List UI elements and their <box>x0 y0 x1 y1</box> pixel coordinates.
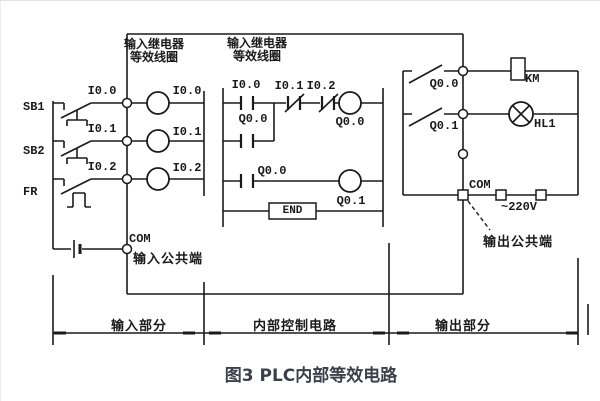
ladder-coil-label: Q0.1 <box>336 194 366 208</box>
header-input-relay-contacts: 输入继电器 等效线圈 <box>215 37 299 63</box>
input-coil-label: I0.0 <box>172 84 202 98</box>
output-circuit <box>402 57 579 231</box>
input-coil-i01 <box>146 129 170 153</box>
input-com-terminal <box>121 243 133 255</box>
ladder-contact-label: I0.2 <box>306 79 336 93</box>
output-com-terminal <box>457 189 469 201</box>
device-label-fr: FR <box>23 185 38 199</box>
header-input-relay-coil: 输入继电器 等效线圈 <box>113 38 195 64</box>
ladder-contact-label: I0.0 <box>231 78 261 92</box>
output-terminal-q00 <box>457 65 469 77</box>
input-common-terminal-label: 输入公共端 <box>133 252 204 267</box>
device-label-sb1: SB1 <box>23 100 45 114</box>
pushbutton-actuator-icon <box>66 110 88 126</box>
ladder-branch-contact-label: Q0.0 <box>238 112 268 126</box>
thermal-relay-icon <box>67 192 91 208</box>
header-line: 输入继电器 <box>226 36 287 50</box>
contactor-label: KM <box>525 72 540 86</box>
output-terminal-spare <box>457 148 469 160</box>
ladder-contact-label: I0.1 <box>274 79 304 93</box>
supply-terminal <box>495 189 507 201</box>
leader-line <box>467 200 491 231</box>
pushbutton-actuator-icon <box>66 148 88 164</box>
input-coil-label: I0.1 <box>172 125 202 139</box>
input-terminals <box>121 97 133 255</box>
contactor-coil-icon <box>510 57 526 81</box>
supply-voltage-label: ~220V <box>501 200 538 214</box>
input-terminal-label: I0.2 <box>87 160 117 174</box>
battery-icon <box>73 240 82 258</box>
dimension-lines <box>52 243 589 345</box>
header-line: 输入继电器 <box>123 37 184 51</box>
input-terminal-i00 <box>121 97 133 109</box>
input-terminal-i01 <box>121 135 133 147</box>
header-line: 等效线圈 <box>232 49 281 63</box>
device-label-sb2: SB2 <box>23 144 45 158</box>
output-contact-label: Q0.1 <box>429 119 459 133</box>
section-label-input: 输入部分 <box>110 319 167 334</box>
figure-caption: 图3 PLC内部等效电路 <box>224 366 398 386</box>
output-common-terminal-label: 输出公共端 <box>483 235 554 250</box>
output-terminal-q01 <box>457 108 469 120</box>
ladder-coil-q00 <box>338 91 362 115</box>
lamp-icon <box>508 101 534 127</box>
plc-boundary-box <box>126 33 464 295</box>
ladder-circuit <box>222 88 384 227</box>
output-com-label: COM <box>469 178 491 192</box>
input-terminal-label: I0.1 <box>87 122 117 136</box>
section-label-internal: 内部控制电路 <box>252 319 337 334</box>
input-terminal-i02 <box>121 173 133 185</box>
input-terminal-label: I0.0 <box>87 84 117 98</box>
header-line: 等效线圈 <box>129 50 178 64</box>
end-block-box <box>268 202 317 220</box>
section-label-output: 输出部分 <box>434 319 491 334</box>
input-field-wiring <box>52 101 122 258</box>
lamp-label: HL1 <box>534 117 556 131</box>
ladder-coil-q01 <box>338 169 362 193</box>
output-contact-label: Q0.0 <box>429 77 459 91</box>
input-coil-i00 <box>146 91 170 115</box>
end-block-label: END <box>282 205 303 217</box>
input-coil-label: I0.2 <box>172 161 202 175</box>
ladder-contact-label: Q0.0 <box>257 164 287 178</box>
input-coil-i02 <box>146 167 170 191</box>
ladder-coil-label: Q0.0 <box>335 115 365 129</box>
supply-terminal <box>535 189 547 201</box>
input-com-label: COM <box>129 232 151 246</box>
input-relay-coils <box>127 91 205 196</box>
